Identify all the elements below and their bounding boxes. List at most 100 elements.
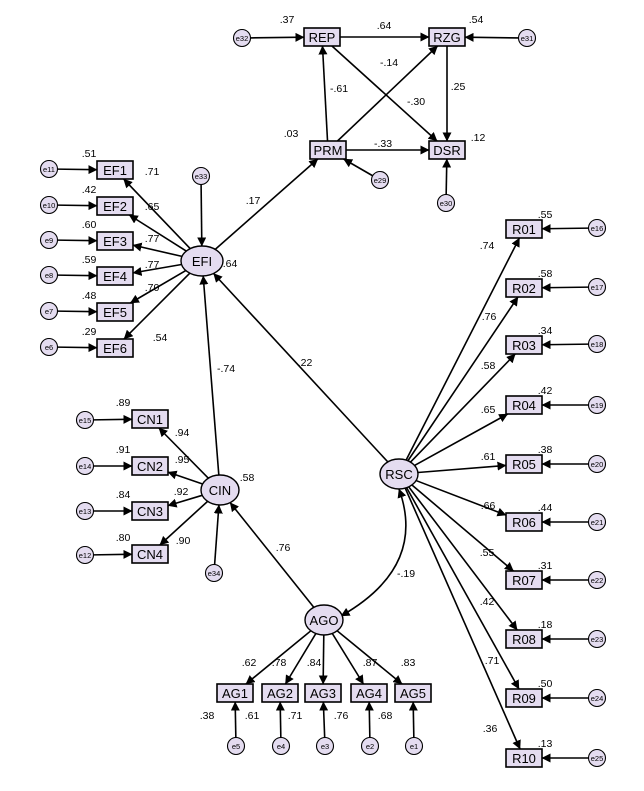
path-e2-to-ag4 [364,701,374,738]
path-e1-to-ag5 [408,701,418,738]
observed-ag1[interactable]: AG1 [216,683,254,703]
observed-label-rep: REP [309,30,336,45]
error-e15[interactable]: e15 [75,410,95,430]
error-e19[interactable]: e19 [587,395,607,415]
coef-covariance-rsc-ago: -.19 [397,568,415,580]
observed-box-r07 [505,570,543,590]
observed-r04[interactable]: R04 [505,395,543,415]
path-rsc-to-r03 [409,353,516,463]
error-e16[interactable]: e16 [587,218,607,238]
observed-r05[interactable]: R05 [505,454,543,474]
observed-cn3[interactable]: CN3 [131,501,169,521]
r2-ef1: .51 [82,148,97,160]
observed-label-cn4: CN4 [137,547,163,562]
error-label-e23: e23 [591,635,604,644]
error-e10[interactable]: e10 [39,195,59,215]
observed-r03[interactable]: R03 [505,335,543,355]
error-e20[interactable]: e20 [587,454,607,474]
error-e4[interactable]: e4 [271,736,291,756]
observed-cn2[interactable]: CN2 [131,456,169,476]
observed-r08[interactable]: R08 [505,629,543,649]
latent-rsc[interactable]: RSC [379,458,419,490]
observed-rep[interactable]: REP [303,27,341,47]
error-e17[interactable]: e17 [587,277,607,297]
observed-r07[interactable]: R07 [505,570,543,590]
error-e12[interactable]: e12 [75,545,95,565]
observed-ef5[interactable]: EF5 [96,302,134,322]
error-e5[interactable]: e5 [226,736,246,756]
path-e6-to-ef6 [57,343,98,353]
error-e33[interactable]: e33 [191,166,211,186]
r2-ag1: .38 [200,710,215,722]
error-e3[interactable]: e3 [315,736,335,756]
observed-box-dsr [428,140,466,160]
error-e25[interactable]: e25 [587,748,607,768]
error-e23[interactable]: e23 [587,629,607,649]
error-e22[interactable]: e22 [587,570,607,590]
path-e3-to-ag3 [319,701,329,738]
error-e34[interactable]: e34 [204,563,224,583]
error-e2[interactable]: e2 [360,736,380,756]
latent-cin[interactable]: CIN [200,474,240,506]
observed-ag2[interactable]: AG2 [261,683,299,703]
coef-rsc-r05: .61 [481,451,496,463]
observed-ef4[interactable]: EF4 [96,266,134,286]
observed-r02[interactable]: R02 [505,278,543,298]
error-e9[interactable]: e9 [39,230,59,250]
observed-ef6[interactable]: EF6 [96,338,134,358]
observed-box-ef5 [96,302,134,322]
error-e14[interactable]: e14 [75,456,95,476]
r2-r10: .13 [538,738,553,750]
observed-label-r01: R01 [512,222,536,237]
observed-r01[interactable]: R01 [505,219,543,239]
observed-ag5[interactable]: AG5 [394,683,432,703]
coef-rsc-r09: .71 [485,655,500,667]
latent-ago[interactable]: AGO [304,604,344,636]
r2-ef6: .29 [82,326,97,338]
observed-r10[interactable]: R10 [505,748,543,768]
error-e29[interactable]: e29 [370,170,390,190]
error-e21[interactable]: e21 [587,512,607,532]
error-e7[interactable]: e7 [39,301,59,321]
observed-prm[interactable]: PRM [309,140,347,160]
path-e18-to-r03 [541,340,589,350]
r2-r09: .50 [538,678,553,690]
r2-cn3: .84 [116,489,131,501]
observed-r09[interactable]: R09 [505,688,543,708]
path-e17-to-r02 [541,283,589,293]
observed-cn4[interactable]: CN4 [131,544,169,564]
observed-ef2[interactable]: EF2 [96,196,134,216]
path-e32-to-rep [250,32,305,42]
error-circle-e18 [587,334,607,354]
observed-label-r09: R09 [512,691,536,706]
latent-efi[interactable]: EFI [180,245,224,277]
error-e18[interactable]: e18 [587,334,607,354]
error-label-e33: e33 [195,172,208,181]
observed-ag3[interactable]: AG3 [304,683,342,703]
observed-cn1[interactable]: CN1 [131,409,169,429]
error-circle-e20 [587,454,607,474]
observed-rzg[interactable]: RZG [428,27,466,47]
error-circle-e25 [587,748,607,768]
observed-dsr[interactable]: DSR [428,140,466,160]
observed-r06[interactable]: R06 [505,512,543,532]
coef-rsc-r07: .55 [480,547,495,559]
error-e11[interactable]: e11 [39,159,59,179]
r2-r04: .42 [538,385,553,397]
error-e31[interactable]: e31 [517,28,537,48]
error-e1[interactable]: e1 [404,736,424,756]
error-label-e18: e18 [591,340,604,349]
error-e8[interactable]: e8 [39,265,59,285]
path-e7-to-ef5 [57,307,98,317]
observed-ef3[interactable]: EF3 [96,231,134,251]
observed-ag4[interactable]: AG4 [350,683,388,703]
error-e30[interactable]: e30 [436,193,456,213]
observed-ef1[interactable]: EF1 [96,160,134,180]
path-efi-to-ef1 [123,178,191,250]
error-e24[interactable]: e24 [587,688,607,708]
observed-label-r05: R05 [512,457,536,472]
error-e6[interactable]: e6 [39,337,59,357]
error-label-e12: e12 [79,551,92,560]
error-e13[interactable]: e13 [75,501,95,521]
error-e32[interactable]: e32 [232,28,252,48]
